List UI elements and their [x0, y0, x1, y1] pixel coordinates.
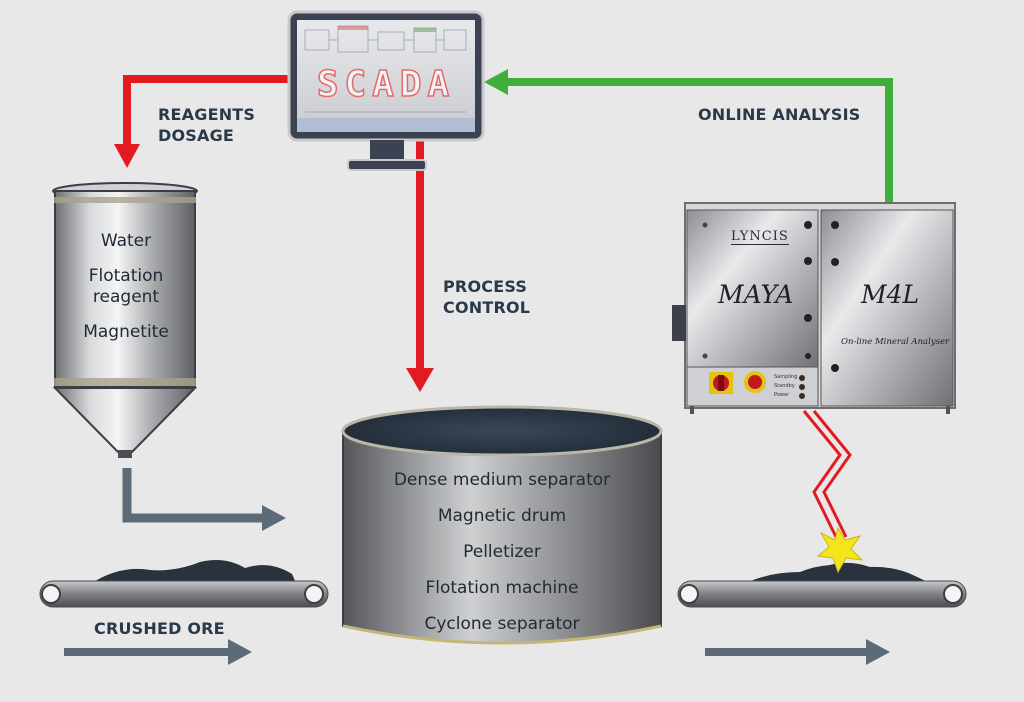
- process-control-label: PROCESS CONTROL: [443, 276, 530, 318]
- reagents-dosage-line1: REAGENTS: [158, 105, 256, 124]
- processing-tank: [341, 405, 663, 645]
- tank-item-pelletizer: Pelletizer: [463, 542, 541, 562]
- scada-monitor: [287, 10, 485, 171]
- online-analysis-arrow: [484, 69, 893, 202]
- analyzer-indicator-sampling: Sampling: [774, 374, 798, 380]
- reagent-hopper: [52, 182, 198, 458]
- reagents-dosage-line2: DOSAGE: [158, 126, 235, 145]
- analyzer-indicator-standby: Standby: [774, 383, 795, 389]
- hopper-item-flotation: Flotation: [88, 266, 164, 286]
- analyzer-right-name: M4L: [861, 280, 920, 309]
- analyzer-brand: LYNCIS: [731, 229, 789, 245]
- reagents-dosage-arrow: [114, 75, 292, 168]
- mineral-analyzer: [672, 202, 956, 414]
- online-analysis-label: ONLINE ANALYSIS: [698, 105, 861, 124]
- output-arrow: [705, 639, 890, 665]
- analyzer-indicator-power: Power: [774, 392, 790, 398]
- hopper-item-magnetite: Magnetite: [83, 322, 169, 342]
- tank-item-flotation-machine: Flotation machine: [425, 578, 579, 598]
- tank-item-magnetic-drum: Magnetic drum: [437, 506, 567, 526]
- process-control-line2: CONTROL: [443, 298, 531, 317]
- analyzed-ore-conveyor: [677, 562, 967, 608]
- hopper-item-water: Water: [100, 231, 152, 251]
- analyzer-left-name: MAYA: [718, 280, 794, 309]
- tank-item-cyclone-separator: Cyclone separator: [424, 614, 580, 634]
- process-control-line1: PROCESS: [443, 277, 528, 296]
- analyzer-subtitle: On-line Mineral Analyser: [841, 337, 950, 347]
- tank-item-dense-medium-separator: Dense medium separator: [393, 470, 611, 490]
- sparkle-icon: [816, 526, 864, 574]
- crushed-ore-label: CRUSHED ORE: [94, 619, 225, 638]
- hopper-feed-arrow: [122, 468, 286, 531]
- analysis-beam: [802, 410, 852, 538]
- scada-screen-text: SCADA: [316, 63, 456, 106]
- reagents-dosage-label: REAGENTS DOSAGE: [158, 104, 255, 146]
- hopper-item-reagent: reagent: [92, 287, 160, 307]
- crushed-ore-conveyor: [39, 560, 329, 608]
- process-control-arrow: [406, 112, 434, 392]
- crushed-ore-arrow: [64, 639, 252, 665]
